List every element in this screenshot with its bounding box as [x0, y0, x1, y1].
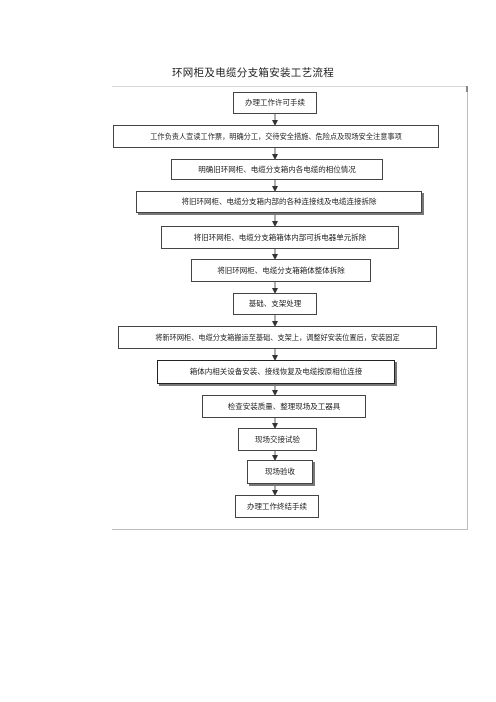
flow-step-12: 现场验收	[247, 460, 313, 484]
flow-step-11: 现场交接试验	[238, 428, 317, 451]
flow-step-13: 办理工作终结手续	[235, 495, 319, 518]
frame-corner-mark	[466, 86, 468, 92]
flow-step-2: 工作负责人宣读工作票，明确分工，交待安全措施、危险点及现场安全注意事项	[113, 125, 439, 148]
flow-step-10: 检查安装质量、整理现场及工器具	[202, 395, 366, 418]
diagram-frame	[112, 86, 468, 530]
flow-step-3: 明确旧环网柜、电缆分支箱内各电缆的相位情况	[171, 159, 383, 180]
flow-step-6: 将旧环网柜、电缆分支箱箱体整体拆除	[191, 259, 371, 282]
flow-step-4: 将旧环网柜、电缆分支箱内部的各种连接线及电缆连接拆除	[136, 191, 422, 213]
flow-step-1: 办理工作许可手续	[233, 92, 317, 114]
flow-step-9: 箱体内相关设备安装、接线恢复及电缆按原相位连接	[157, 360, 395, 384]
page-title: 环网柜及电缆分支箱安装工艺流程	[172, 67, 334, 79]
flow-step-5: 将旧环网柜、电缆分支箱箱体内部可拆电器单元拆除	[161, 226, 399, 249]
flow-step-7: 基础、支架处理	[233, 293, 317, 315]
flow-step-8: 将新环网柜、电缆分支箱搬运至基础、支架上，调整好安装位置后，安装固定	[118, 326, 437, 349]
